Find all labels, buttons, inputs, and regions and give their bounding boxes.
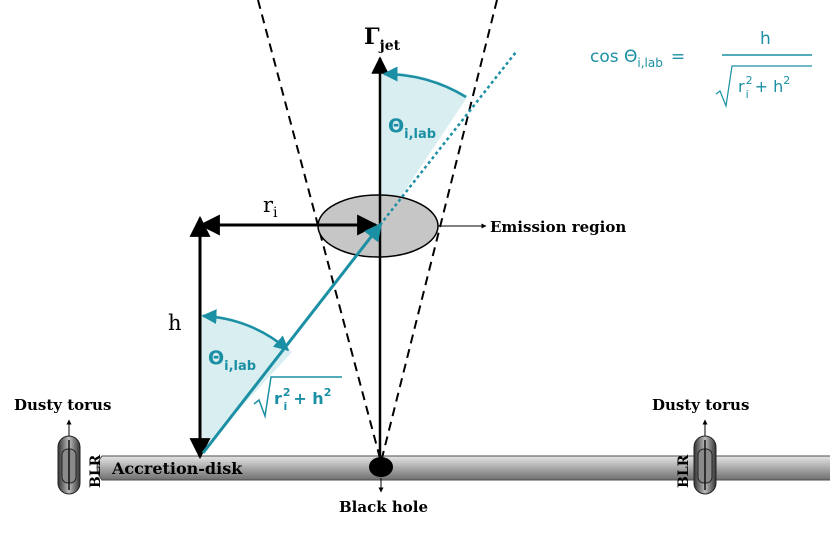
h-angle-arc — [201, 309, 290, 351]
r-label: ri — [263, 193, 278, 221]
jet-angle-arc — [382, 66, 467, 99]
accretion-disk-label: Accretion-disk — [111, 459, 243, 478]
theta-upper-label: Θi,lab — [388, 115, 436, 142]
theta-lower-label: Θi,lab — [208, 347, 256, 374]
black-hole-label: Black hole — [339, 498, 428, 516]
jet-angle-shade — [380, 71, 468, 228]
svg-text:r2i+ h2: r2i+ h2 — [274, 386, 331, 413]
emission-region-label: Emission region — [490, 218, 626, 236]
gamma-jet-label: Γjet — [364, 24, 401, 54]
dusty-torus-left-label: Dusty torus — [14, 396, 111, 414]
hypotenuse-line — [201, 222, 383, 454]
h-label: h — [168, 311, 182, 335]
blr-right-label: BLR — [676, 454, 692, 488]
line-of-sight-dotted — [379, 51, 517, 226]
accretion-disk-shape — [96, 455, 830, 481]
dusty-torus-right — [693, 435, 717, 495]
cone-left-edge — [257, 0, 382, 463]
dusty-torus-left — [57, 435, 81, 495]
svg-text:h: h — [760, 29, 771, 49]
svg-text:r2i+ h2: r2i+ h2 — [738, 74, 790, 101]
dusty-torus-right-label: Dusty torus — [652, 396, 749, 414]
blr-left-label: BLR — [88, 454, 104, 488]
svg-text:cos Θi,lab=: cos Θi,lab= — [590, 47, 685, 70]
black-hole — [369, 457, 393, 477]
h-angle-shade — [200, 314, 292, 452]
cone-right-edge — [380, 0, 498, 463]
